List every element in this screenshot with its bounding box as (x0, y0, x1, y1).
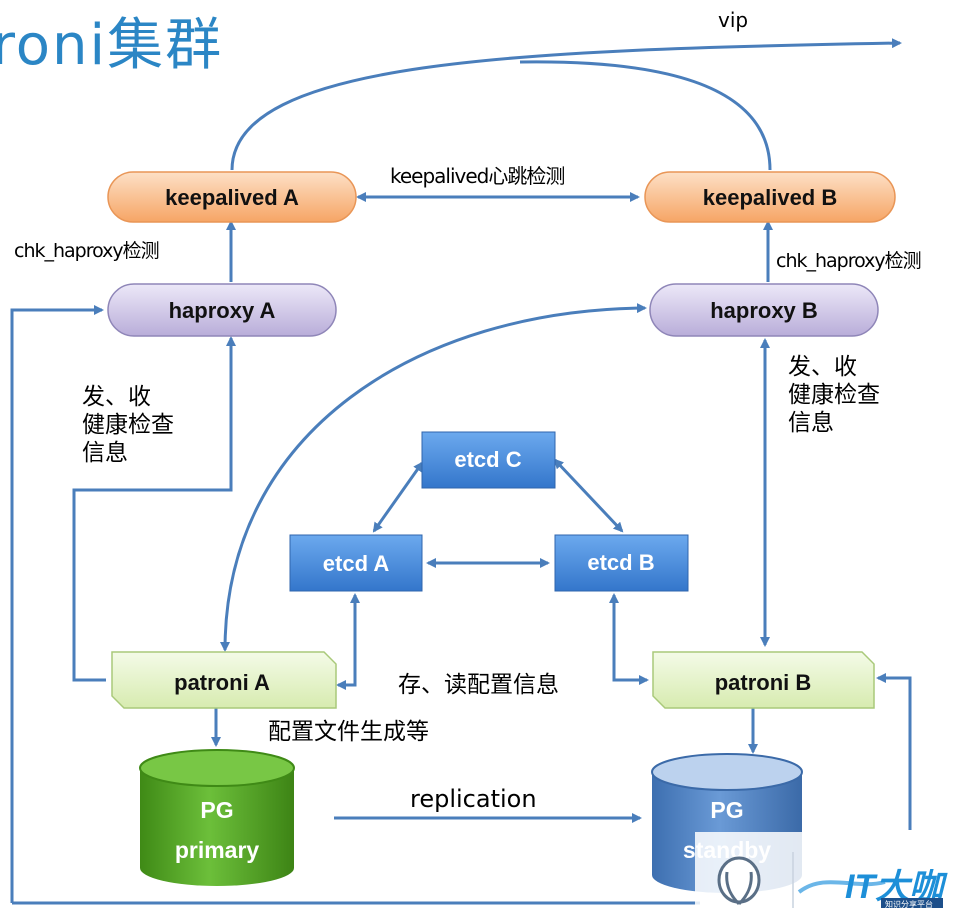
pg-primary-node: PG primary (139, 749, 295, 886)
config-gen-label: 配置文件生成等 (268, 719, 429, 745)
etcd-a-label: etcd A (323, 551, 390, 576)
etcd-c-node: etcd C (421, 431, 556, 489)
patroni-a-label: patroni A (174, 670, 270, 695)
health-label-a-line2: 健康检查 (82, 412, 174, 438)
patroni-b-label: patroni B (715, 670, 812, 695)
patroni-a-node: patroni A (111, 651, 337, 709)
pg-standby-label-1: PG (710, 797, 743, 823)
health-label-b-line2: 健康检查 (788, 382, 880, 408)
health-label-a: 发、收 健康检查 信息 (82, 383, 174, 467)
health-label-b-line1: 发、收 (788, 354, 857, 380)
keepalived-b-node: keepalived B (644, 171, 896, 223)
etcd-b-label: etcd B (587, 550, 654, 575)
haproxy-a-label: haproxy A (169, 298, 276, 323)
replication-label: replication (410, 785, 537, 813)
watermark-sub: 知识分享平台 (885, 899, 933, 908)
haproxy-b-label: haproxy B (710, 298, 818, 323)
vip-arrow (230, 38, 902, 171)
etcd-a-patroni-a-arrow (336, 593, 360, 690)
keepalived-a-node: keepalived A (107, 171, 357, 223)
etcd-a-node: etcd A (289, 534, 423, 592)
elephant-logo-icon (717, 856, 761, 906)
keepalived-b-label: keepalived B (703, 185, 838, 210)
chk-haproxy-label-a: chk_haproxy检测 (14, 240, 160, 262)
heartbeat-label: keepalived心跳检测 (390, 164, 565, 188)
store-read-config-label: 存、读配置信息 (398, 672, 559, 698)
outer-loop-right (876, 673, 912, 830)
etcd-c-b-arrow (553, 458, 624, 533)
haproxy-b-node: haproxy B (649, 283, 879, 337)
page-title: roni集群 (0, 13, 224, 78)
patroni-b-node: patroni B (652, 651, 875, 709)
chk-haproxy-label-b: chk_haproxy检测 (776, 250, 922, 272)
keepalived-a-label: keepalived A (165, 185, 299, 210)
etcd-b-node: etcd B (554, 534, 689, 592)
health-label-b: 发、收 健康检查 信息 (788, 353, 880, 437)
health-label-a-line3: 信息 (82, 440, 128, 466)
haproxy-a-node: haproxy A (107, 283, 337, 337)
etcd-c-label: etcd C (454, 447, 521, 472)
etcd-c-a-arrow (372, 461, 424, 533)
watermark-graphic: IT大咖 知识分享平台 (695, 832, 972, 909)
vip-curve-b (519, 60, 772, 171)
vip-label: vip (718, 8, 749, 32)
patroni-a-haproxy-b-arrow (220, 303, 647, 652)
etcd-b-patroni-b-arrow (609, 593, 649, 685)
outer-loop-left (10, 305, 104, 903)
watermark: IT大咖 知识分享平台 (695, 832, 972, 909)
health-label-a-line1: 发、收 (82, 384, 151, 410)
health-label-b-line3: 信息 (788, 410, 834, 436)
pg-primary-label-2: primary (175, 837, 260, 863)
pg-primary-label-1: PG (200, 797, 233, 823)
